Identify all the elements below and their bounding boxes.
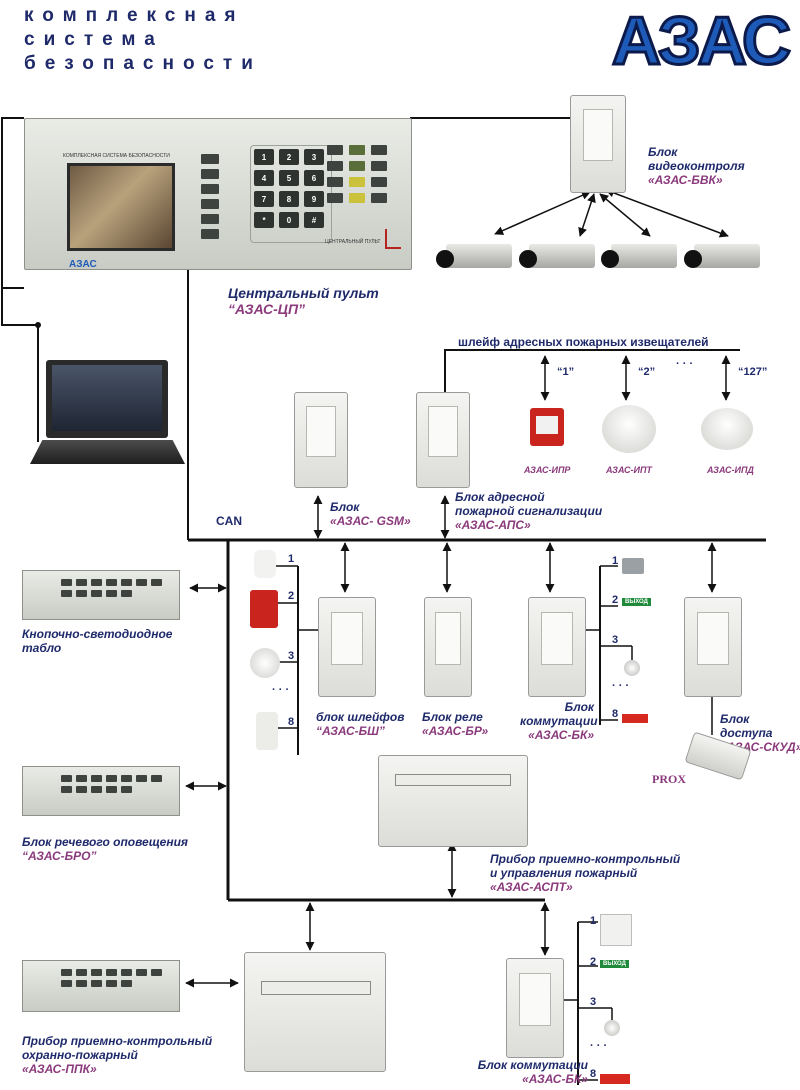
bk2-device [506, 958, 564, 1058]
bk2-num-2: 2 [590, 956, 597, 968]
exit-sign-2: ВЫХОД [600, 960, 629, 968]
bk-num-8: 8 [612, 708, 619, 720]
bvk-device [570, 95, 626, 193]
loop-num-1: 1 [288, 553, 295, 565]
fire-loop-num-2: “2” [638, 366, 656, 378]
br-caption: Блок реле «АЗАС-БР» [422, 710, 489, 738]
camera-3 [601, 240, 681, 278]
keypad-key: 4 [254, 170, 274, 186]
loop-num-8: 8 [288, 716, 295, 728]
console-video-screen [67, 163, 175, 251]
manual-call-point [530, 408, 564, 446]
loop-detector-8 [256, 712, 278, 750]
sounder-icon [624, 660, 640, 676]
bk2-num-3: 3 [590, 996, 597, 1008]
bk-num-3: 3 [612, 634, 619, 646]
smoke-detector [701, 408, 753, 450]
ppk-caption: Прибор приемно-контрольный охранно-пожар… [22, 1034, 213, 1076]
loop-dots: · · · [272, 684, 290, 696]
camera-1 [436, 240, 516, 278]
logo-text: АЗАС [612, 3, 790, 74]
camera-2 [519, 240, 599, 278]
keypad-key: 7 [254, 191, 274, 207]
bk2-num-8: 8 [590, 1068, 597, 1080]
fire-loop-title: шлейф адресных пожарных извещателей [458, 335, 709, 349]
bk-num-2: 2 [612, 594, 619, 606]
bk2-num-1: 1 [590, 915, 597, 927]
bk-dots: · · · [612, 680, 630, 692]
console-header-text: КОМПЛЕКСНАЯ СИСТЕМА БЕЗОПАСНОСТИ [63, 153, 170, 159]
led-panel-device [22, 570, 180, 620]
console-caption: Центральный пульт “АЗАС-ЦП” [228, 285, 379, 317]
bk2-caption: Блок коммутации «АЗАС-БК» [477, 1058, 588, 1086]
light-strobe-icon-2 [600, 1074, 630, 1084]
fire-loop-num-1: “1” [557, 366, 575, 378]
keypad-key: # [304, 212, 324, 228]
can-label: CAN [216, 514, 242, 528]
bsh-device [318, 597, 376, 697]
gsm-device [294, 392, 348, 488]
ppk-panel-device [22, 960, 180, 1012]
loop-num-3: 3 [288, 650, 295, 662]
fire-loop-num-127: “127” [738, 366, 768, 378]
aps-caption: Блок адресной пожарной сигнализации «АЗА… [455, 490, 603, 532]
loop-detector-1 [254, 550, 276, 578]
keypad-key: 3 [304, 149, 324, 165]
ppk-cabinet [244, 952, 386, 1072]
bk-num-1: 1 [612, 555, 619, 567]
skud-device [684, 597, 742, 697]
keypad-key: 8 [279, 191, 299, 207]
aspt-caption: Прибор приемно-контрольный и управления … [490, 852, 681, 894]
tagline: комплексная система безопасности [24, 5, 262, 74]
fire-loop-dots: · · · [676, 358, 694, 370]
bsh-caption: блок шлейфов “АЗАС-БШ” [316, 710, 405, 738]
bk-device [528, 597, 586, 697]
bk-caption: Блок коммутации «АЗАС-БК» [520, 700, 598, 742]
keypad-key: 6 [304, 170, 324, 186]
console-footer-text: ЦЕНТРАЛЬНЫЙ ПУЛЬТ [325, 239, 381, 245]
aspt-cabinet [378, 755, 528, 847]
keypad-key: 2 [279, 149, 299, 165]
bk2-dots: · · · [590, 1040, 608, 1052]
br-device [424, 597, 472, 697]
ipr-label: АЗАС-ИПР [524, 465, 571, 475]
voice-block-caption: Блок речевого оповещения “АЗАС-БРО” [22, 835, 188, 863]
console-left-keys [197, 149, 225, 244]
gsm-caption: Блок «АЗАС- GSM» [330, 500, 411, 528]
voice-block-device [22, 766, 180, 816]
console-brand: АЗАС [69, 259, 97, 270]
loop-detector-2 [250, 590, 278, 628]
speaker-icon [600, 914, 632, 946]
sounder-icon-2 [604, 1020, 620, 1036]
keypad-key: 5 [279, 170, 299, 186]
console-mini-logo [385, 229, 401, 249]
prox-label: PROX [652, 772, 686, 786]
bvk-caption: Блок видеоконтроля «АЗАС-БВК» [648, 145, 745, 187]
siren-icon [622, 558, 644, 574]
console-right-keys [327, 145, 387, 203]
top-link-line [1, 117, 39, 442]
loop-detector-3 [250, 648, 280, 678]
exit-sign: ВЫХОД [622, 598, 651, 606]
heat-detector [602, 405, 656, 453]
ipt-label: АЗАС-ИПТ [606, 465, 652, 475]
aps-device [416, 392, 470, 488]
azas-logo: АЗАС [610, 2, 794, 74]
keypad-key: 0 [279, 212, 299, 228]
light-strobe-icon [622, 714, 648, 723]
fire-loop-line [444, 349, 740, 392]
loop-num-2: 2 [288, 590, 295, 602]
keypad-key: 9 [304, 191, 324, 207]
keypad-key: 1 [254, 149, 274, 165]
keypad-key: * [254, 212, 274, 228]
camera-4 [684, 240, 764, 278]
ipd-label: АЗАС-ИПД [707, 465, 754, 475]
led-panel-caption: Кнопочно-светодиодное табло [22, 627, 173, 655]
laptop [30, 360, 185, 470]
